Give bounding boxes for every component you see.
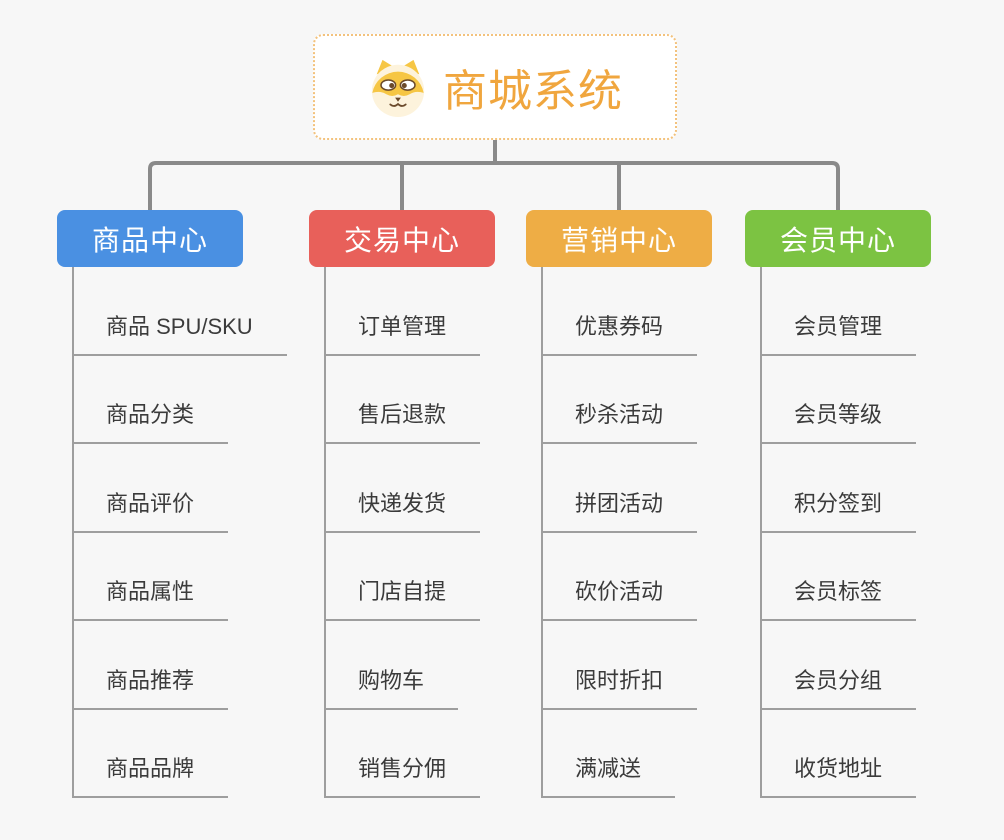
- leaf-row: 会员等级: [762, 356, 985, 444]
- leaf-node[interactable]: 会员等级: [762, 397, 917, 444]
- leaf-row: 商品 SPU/SKU: [74, 267, 297, 356]
- leaf-row: 售后退款: [326, 356, 549, 444]
- leaf-label: 砍价活动: [575, 579, 664, 604]
- leaf-row: 商品品牌: [74, 710, 297, 798]
- leaf-node[interactable]: 限时折扣: [543, 663, 698, 710]
- leaf-row: 销售分佣: [326, 710, 549, 798]
- branch-column-2: 交易中心 订单管理 售后退款 快递发货 门店自提 购: [309, 210, 549, 798]
- branch-label: 交易中心: [343, 224, 460, 256]
- leaf-label: 商品品牌: [106, 756, 195, 781]
- leaf-label: 会员分组: [794, 667, 883, 693]
- branch-label: 营销中心: [560, 224, 677, 256]
- leaf-node[interactable]: 商品评价: [74, 486, 229, 533]
- leaf-node[interactable]: 快递发货: [326, 486, 481, 533]
- branch-label: 商品中心: [91, 224, 208, 256]
- leaf-label: 满减送: [575, 756, 642, 781]
- branch-children-list: 订单管理 售后退款 快递发货 门店自提 购物车 销: [324, 267, 549, 798]
- branch-column-1: 商品中心 商品 SPU/SKU 商品分类 商品评价 商品属性: [57, 210, 297, 798]
- branch-children-list: 会员管理 会员等级 积分签到 会员标签 会员分组: [760, 267, 985, 798]
- leaf-label: 秒杀活动: [575, 402, 664, 427]
- leaf-row: 快递发货: [326, 444, 549, 533]
- leaf-label: 会员管理: [794, 313, 883, 339]
- root-node[interactable]: 商城系统: [313, 34, 677, 140]
- leaf-row: 收货地址: [762, 710, 985, 798]
- leaf-label: 收货地址: [794, 756, 883, 781]
- leaf-node[interactable]: 收货地址: [762, 751, 917, 798]
- leaf-label: 快递发货: [358, 490, 447, 516]
- leaf-label: 商品属性: [106, 579, 195, 604]
- leaf-label: 门店自提: [358, 579, 447, 604]
- branch-header-3[interactable]: 营销中心: [526, 210, 712, 267]
- root-title: 商城系统: [443, 67, 623, 116]
- leaf-label: 订单管理: [358, 313, 447, 339]
- leaf-label: 拼团活动: [575, 490, 664, 516]
- branch-column-4: 会员中心 会员管理 会员等级 积分签到 会员标签 会: [745, 210, 985, 798]
- branch-children-list: 商品 SPU/SKU 商品分类 商品评价 商品属性 商品推荐: [72, 267, 297, 798]
- leaf-label: 会员等级: [794, 402, 883, 427]
- leaf-row: 商品分类: [74, 356, 297, 444]
- leaf-label: 限时折扣: [575, 667, 664, 693]
- leaf-node[interactable]: 拼团活动: [543, 486, 698, 533]
- leaf-row: 拼团活动: [543, 444, 766, 533]
- leaf-node[interactable]: 砍价活动: [543, 574, 698, 621]
- leaf-label: 售后退款: [358, 402, 447, 427]
- leaf-row: 购物车: [326, 621, 549, 710]
- leaf-node[interactable]: 秒杀活动: [543, 397, 698, 444]
- leaf-node[interactable]: 售后退款: [326, 397, 481, 444]
- leaf-node[interactable]: 订单管理: [326, 309, 481, 356]
- leaf-label: 积分签到: [794, 490, 883, 516]
- branch-label: 会员中心: [779, 224, 896, 256]
- leaf-row: 会员管理: [762, 267, 985, 356]
- leaf-label: 商品推荐: [106, 667, 195, 693]
- leaf-node[interactable]: 商品推荐: [74, 663, 229, 710]
- branch-children-list: 优惠券码 秒杀活动 拼团活动 砍价活动 限时折扣: [541, 267, 766, 798]
- leaf-label: 购物车: [358, 667, 425, 693]
- leaf-label: 销售分佣: [358, 756, 447, 781]
- leaf-row: 限时折扣: [543, 621, 766, 710]
- leaf-node[interactable]: 满减送: [543, 751, 676, 798]
- leaf-label: 商品 SPU/SKU: [106, 313, 253, 339]
- leaf-node[interactable]: 会员标签: [762, 574, 917, 621]
- leaf-row: 会员标签: [762, 533, 985, 621]
- leaf-node[interactable]: 购物车: [326, 663, 459, 710]
- leaf-label: 商品分类: [106, 402, 195, 427]
- leaf-row: 会员分组: [762, 621, 985, 710]
- leaf-row: 商品评价: [74, 444, 297, 533]
- leaf-node[interactable]: 销售分佣: [326, 751, 481, 798]
- leaf-row: 砍价活动: [543, 533, 766, 621]
- leaf-node[interactable]: 会员管理: [762, 309, 917, 356]
- leaf-node[interactable]: 商品属性: [74, 574, 229, 621]
- leaf-label: 商品评价: [106, 490, 195, 516]
- leaf-label: 优惠券码: [575, 313, 664, 339]
- leaf-row: 优惠券码: [543, 267, 766, 356]
- leaf-row: 秒杀活动: [543, 356, 766, 444]
- leaf-row: 订单管理: [326, 267, 549, 356]
- leaf-row: 商品推荐: [74, 621, 297, 710]
- leaf-node[interactable]: 商品 SPU/SKU: [74, 309, 287, 356]
- leaf-row: 满减送: [543, 710, 766, 798]
- leaf-row: 积分签到: [762, 444, 985, 533]
- leaf-node[interactable]: 会员分组: [762, 663, 917, 710]
- branch-header-2[interactable]: 交易中心: [309, 210, 495, 267]
- leaf-node[interactable]: 积分签到: [762, 486, 917, 533]
- leaf-node[interactable]: 商品品牌: [74, 751, 229, 798]
- branch-column-3: 营销中心 优惠券码 秒杀活动 拼团活动 砍价活动 限: [526, 210, 766, 798]
- branch-header-1[interactable]: 商品中心: [57, 210, 243, 267]
- leaf-row: 商品属性: [74, 533, 297, 621]
- leaf-row: 门店自提: [326, 533, 549, 621]
- leaf-node[interactable]: 门店自提: [326, 574, 481, 621]
- leaf-node[interactable]: 商品分类: [74, 397, 229, 444]
- dog-face-icon: [371, 59, 425, 118]
- branch-header-4[interactable]: 会员中心: [745, 210, 931, 267]
- leaf-label: 会员标签: [794, 579, 883, 604]
- leaf-node[interactable]: 优惠券码: [543, 309, 698, 356]
